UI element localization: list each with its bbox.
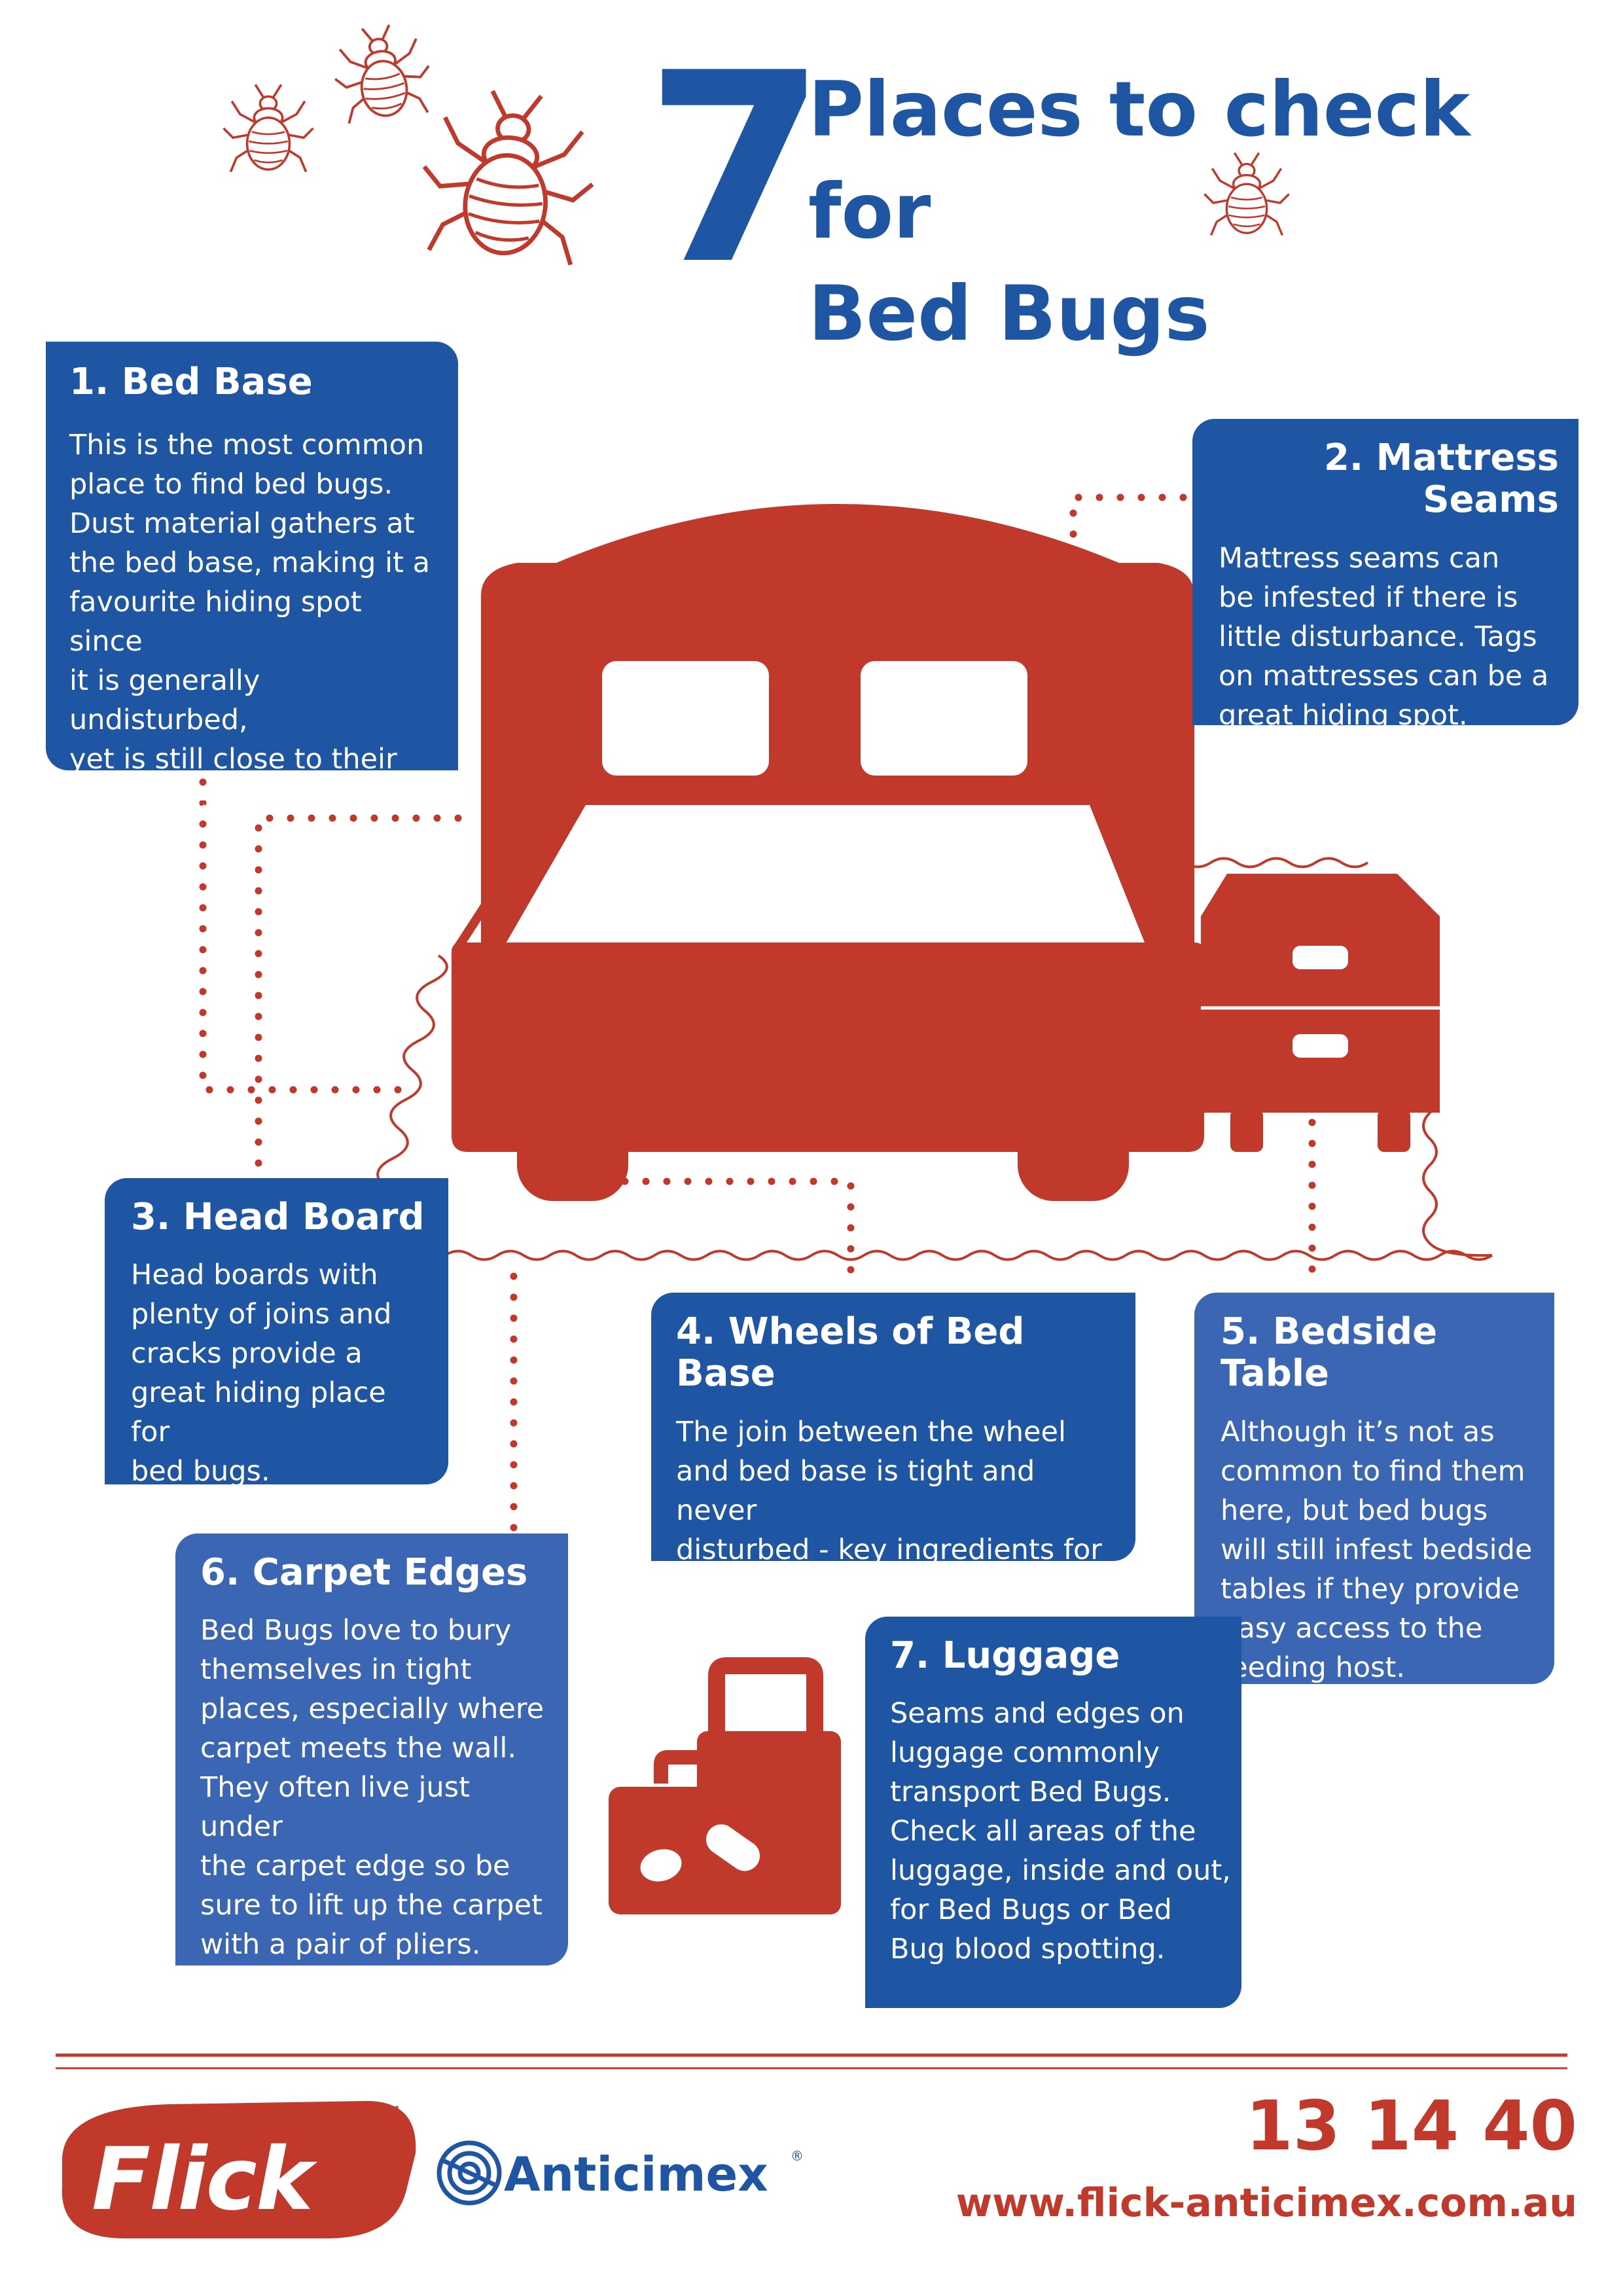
bed-bug-icon [327, 19, 437, 126]
card-heading: 5. Bedside Table [1221, 1310, 1438, 1395]
card-heading: 2. Mattress Seams [1323, 437, 1559, 522]
card-heading: 4. Wheels of Bed Base [676, 1310, 1025, 1395]
card-heading: 3. Head Board [131, 1196, 425, 1238]
page-title: Places to check for Bed Bugs [808, 59, 1594, 365]
flick-trademark: TM [378, 2104, 400, 2121]
anticimex-logo-text: Anticimex [504, 2147, 768, 2202]
bed-bug-icon [222, 83, 315, 173]
anticimex-logo-icon [437, 2140, 502, 2206]
title-line-1: Places to check for [808, 65, 1471, 256]
card-heading: 1. Bed Base [69, 361, 313, 403]
title-line-2: Bed Bugs [808, 270, 1210, 358]
flick-logo-text: Flick [92, 2129, 313, 2230]
bed-bug-icon [416, 84, 601, 266]
flick-logo [62, 2101, 416, 2238]
phone-number: 13 14 40 [1245, 2086, 1577, 2166]
connector-lines [199, 493, 1316, 1535]
luggage-icon [609, 1657, 841, 1914]
card-wheels-of-bed-base: 4. Wheels of Bed Base The join between t… [651, 1293, 1135, 1645]
anticimex-registered: ® [791, 2148, 804, 2164]
website-link[interactable]: www.flick-anticimex.com.au [955, 2180, 1577, 2226]
card-heading: 7. Luggage [890, 1634, 1120, 1677]
card-heading: 6. Carpet Edges [200, 1551, 528, 1594]
bedside-table-icon [1201, 874, 1440, 1152]
title-number: 7 [645, 18, 827, 322]
